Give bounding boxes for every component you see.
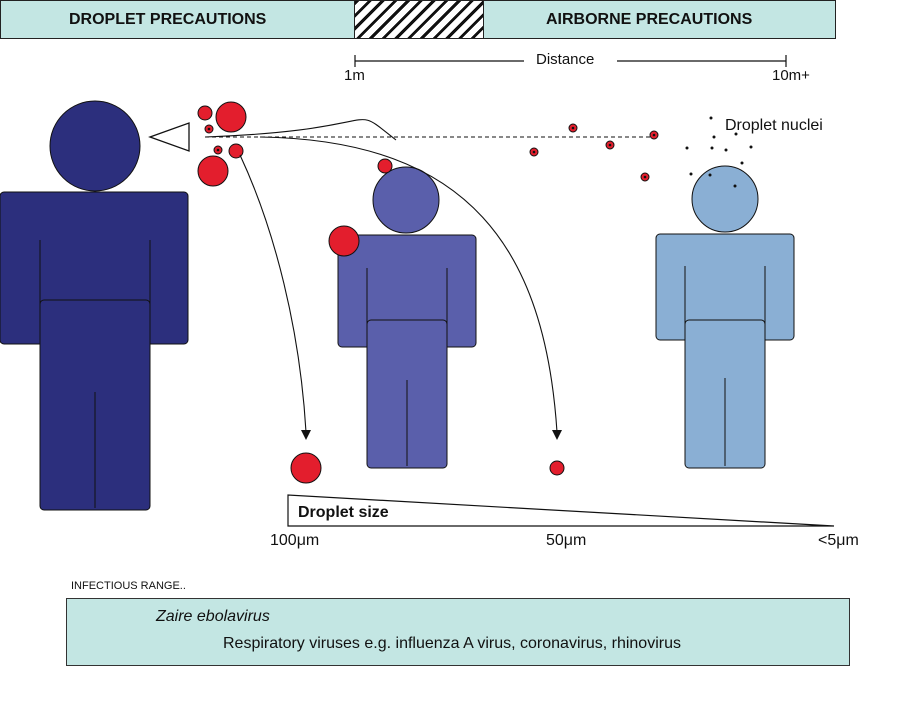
infectious-range-heading: INFECTIOUS RANGE..	[71, 580, 186, 592]
size-tick-50um: 50μm	[546, 532, 587, 549]
airborne-precautions-label: AIRBORNE PRECAUTIONS	[483, 0, 836, 39]
distance-label: Distance	[536, 51, 595, 68]
size-tick-100um: 100μm	[270, 532, 320, 549]
droplet-precautions-label: DROPLET PRECAUTIONS	[0, 0, 355, 39]
range-row-respiratory-viruses: Respiratory viruses e.g. influenza A vir…	[223, 635, 681, 652]
near-person	[337, 166, 477, 469]
droplet-nuclei-label: Droplet nuclei	[725, 117, 823, 134]
distance-scale	[354, 55, 787, 67]
size-tick-5um: <5μm	[818, 532, 859, 549]
small-droplets	[204, 123, 659, 182]
range-row-zaire-ebolavirus: Zaire ebolavirus	[156, 608, 270, 625]
transition-zone-hatch	[354, 0, 484, 39]
droplet-size-wedge	[287, 494, 835, 527]
far-person	[655, 165, 795, 469]
infectious-range-panel	[66, 598, 850, 666]
distance-end-label: 10m+	[772, 67, 810, 84]
precautions-banner: DROPLET PRECAUTIONS AIRBORNE PRECAUTIONS	[0, 0, 836, 40]
large-droplets	[197, 101, 565, 484]
droplet-size-label: Droplet size	[298, 504, 389, 521]
exhalation-cone	[148, 122, 190, 152]
droplet-nuclei-dots	[685, 116, 753, 188]
distance-start-label: 1m	[344, 67, 365, 84]
droplet-trajectories	[204, 119, 650, 433]
trajectory-arrowheads	[301, 430, 562, 440]
source-person	[0, 100, 189, 511]
